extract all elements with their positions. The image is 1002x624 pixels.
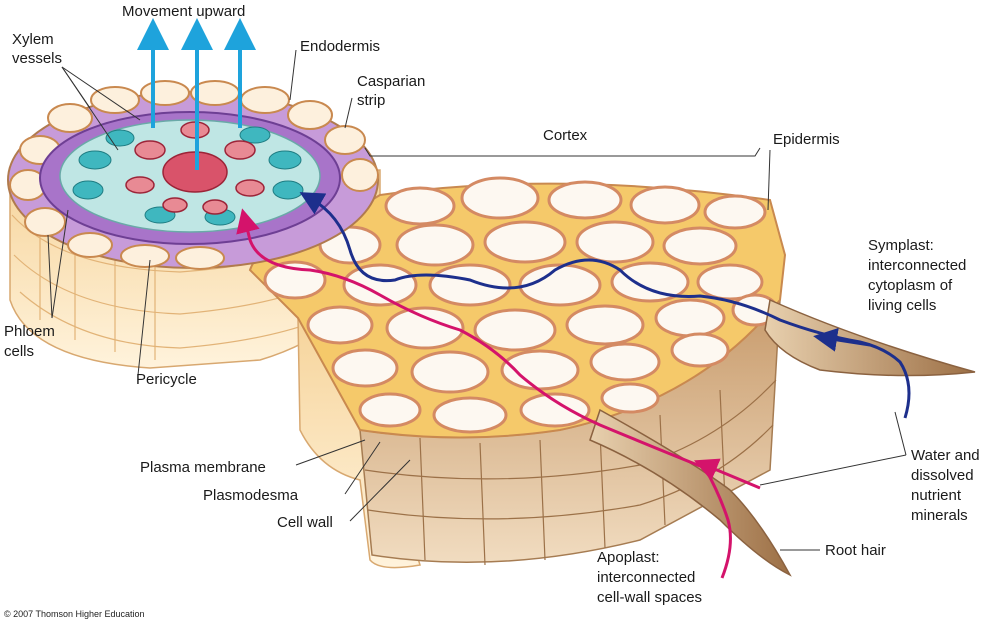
label-endodermis: Endodermis xyxy=(300,38,381,55)
label-xylem-line1: Xylem xyxy=(12,31,54,48)
symplast-hair-arrow xyxy=(813,327,871,352)
root-hair-upper xyxy=(764,298,976,377)
label-casparian-line2: strip xyxy=(357,92,386,109)
label-pericycle: Pericycle xyxy=(136,371,197,388)
label-symplast-line4: living cells xyxy=(868,297,937,314)
label-plasmodesma: Plasmodesma xyxy=(203,487,299,504)
label-symplast-line2: interconnected xyxy=(868,257,967,274)
copyright-notice: © 2007 Thomson Higher Education xyxy=(4,609,145,619)
label-water-line1: Water and xyxy=(911,447,980,464)
label-apoplast-line1: Apoplast: xyxy=(597,549,660,566)
label-water-line4: minerals xyxy=(911,507,968,524)
label-apoplast-line3: cell-wall spaces xyxy=(597,589,703,606)
label-cell-wall: Cell wall xyxy=(277,514,333,531)
label-movement-upward: Movement upward xyxy=(122,3,246,20)
label-water-line2: dissolved xyxy=(911,467,974,484)
cortex-cells xyxy=(263,176,779,434)
label-apoplast-line2: interconnected xyxy=(597,569,696,586)
label-phloem-line2: cells xyxy=(4,343,35,360)
apoplast-path xyxy=(236,208,732,579)
label-casparian-line1: Casparian xyxy=(357,73,426,90)
movement-upward-arrows xyxy=(137,18,256,170)
apoplast-hair-arrow xyxy=(693,458,761,490)
label-water-line3: nutrient xyxy=(911,487,962,504)
label-symplast-line3: cytoplasm of xyxy=(868,277,953,294)
label-plasma-membrane: Plasma membrane xyxy=(140,459,266,476)
label-symplast-line1: Symplast: xyxy=(868,237,934,254)
label-cortex: Cortex xyxy=(543,127,588,144)
label-root-hair: Root hair xyxy=(825,542,886,559)
label-epidermis: Epidermis xyxy=(773,131,840,148)
leader-lines xyxy=(47,49,907,551)
label-phloem-line1: Phloem xyxy=(4,323,55,340)
label-xylem-line2: vessels xyxy=(12,50,63,67)
